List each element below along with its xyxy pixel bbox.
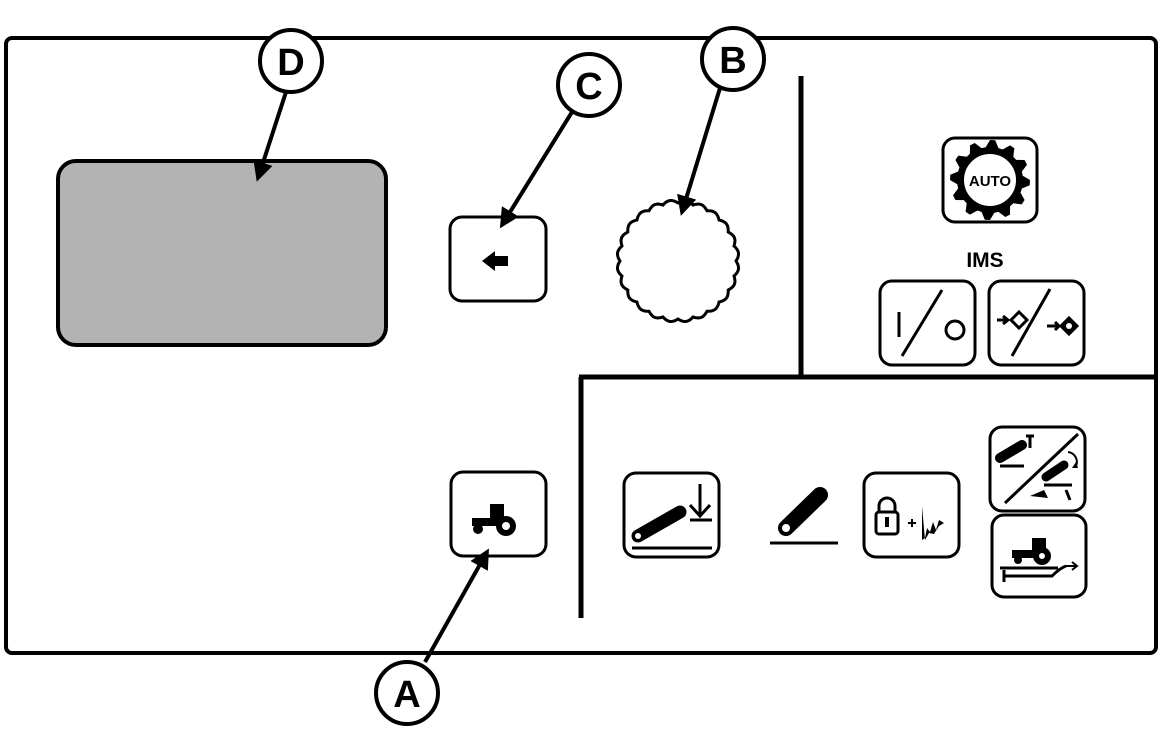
leader-line-a [423, 548, 489, 663]
hitch-position-indicator [770, 487, 838, 545]
svg-text:B: B [719, 40, 746, 82]
svg-text:D: D [277, 42, 304, 84]
svg-text:A: A [393, 674, 420, 716]
tractor-button[interactable] [449, 470, 548, 558]
callout-c: C [556, 52, 622, 118]
hitch-raise-lower-icon [995, 432, 1080, 505]
rotary-knob[interactable] [616, 199, 740, 323]
tractor-icon [472, 504, 516, 536]
back-button[interactable] [448, 215, 548, 303]
leader-line-b [677, 87, 722, 216]
display-screen [56, 159, 388, 347]
on-off-icon [897, 289, 966, 357]
callout-d: D [258, 28, 324, 94]
callout-a: A [374, 660, 440, 726]
leader-line-c [499, 110, 574, 229]
auto-button[interactable]: AUTO [941, 136, 1039, 224]
tractor-ground-speed-button[interactable] [990, 513, 1088, 599]
ims-on-off-button[interactable] [878, 279, 977, 367]
ims-sequence-button[interactable] [987, 279, 1086, 367]
hitch-raise-lower-button[interactable] [988, 425, 1087, 513]
callout-b: B [700, 26, 766, 92]
lock-plus-icon [874, 496, 944, 540]
left-arrow-icon [482, 251, 508, 271]
tractor-ground-speed-icon [1000, 538, 1079, 582]
hitch-lower-icon [631, 484, 712, 550]
auto-label: AUTO [969, 173, 1012, 190]
ims-sequence-icon [997, 288, 1080, 357]
lock-plus-button[interactable] [862, 471, 961, 559]
svg-text:C: C [575, 66, 602, 108]
leader-line-d [253, 91, 288, 182]
hitch-lower-button[interactable] [622, 471, 721, 559]
ims-label: IMS [966, 249, 1003, 272]
